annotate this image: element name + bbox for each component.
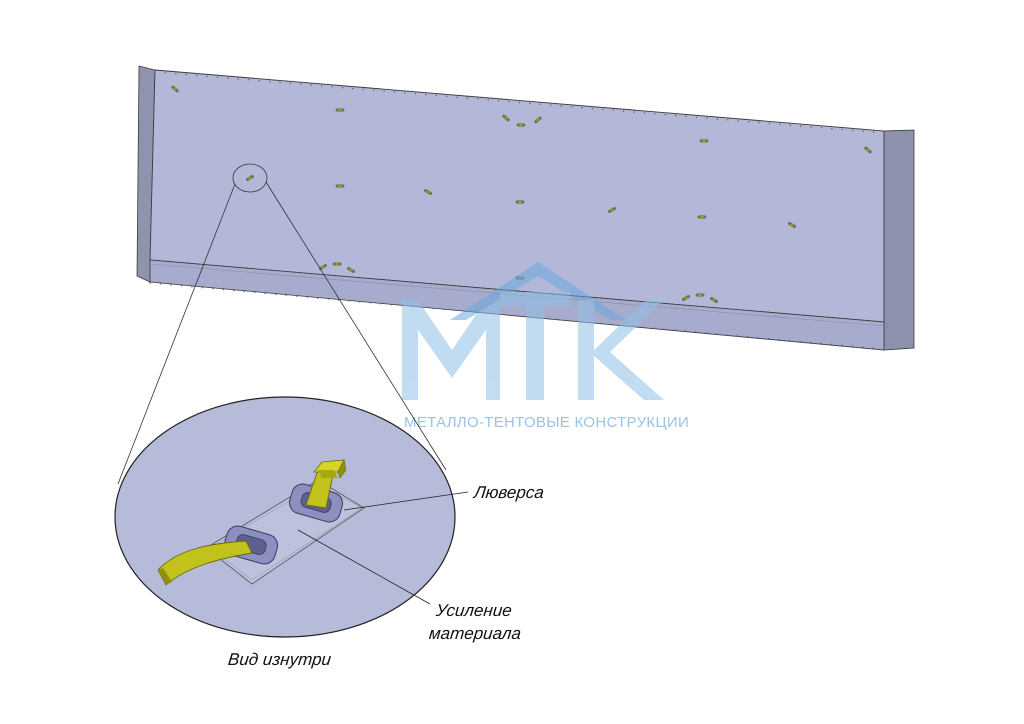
edge-rivets xyxy=(149,71,885,350)
eyelets-label: Люверса xyxy=(473,483,545,502)
reinforcement-leader xyxy=(297,529,431,605)
buckle-icon xyxy=(335,184,345,188)
zoom-leaders xyxy=(117,163,447,485)
buckle-icon xyxy=(332,262,342,266)
buckle-icon xyxy=(699,139,709,143)
reinforcement-label-line1: Усиление xyxy=(435,601,513,620)
magnified-detail xyxy=(114,396,469,638)
tarpaulin-panel xyxy=(136,65,915,351)
inside-view-label: Вид изнутри xyxy=(227,650,333,669)
eyelet-leader xyxy=(343,491,469,511)
buckle-icon xyxy=(697,215,707,219)
buckle-icon xyxy=(516,123,526,127)
zoom-source-circle xyxy=(232,163,268,193)
buckle-icon xyxy=(515,200,525,204)
panel-right-flap xyxy=(883,129,915,351)
mtk-logo-icon xyxy=(402,262,664,400)
logo-tagline: МЕТАЛЛО-ТЕНТОВЫЕ КОНСТРУКЦИИ xyxy=(404,414,689,431)
buckle-icon xyxy=(335,108,345,112)
buckle-icon xyxy=(695,293,705,297)
reinforcement-label-line2: материала xyxy=(428,624,523,643)
